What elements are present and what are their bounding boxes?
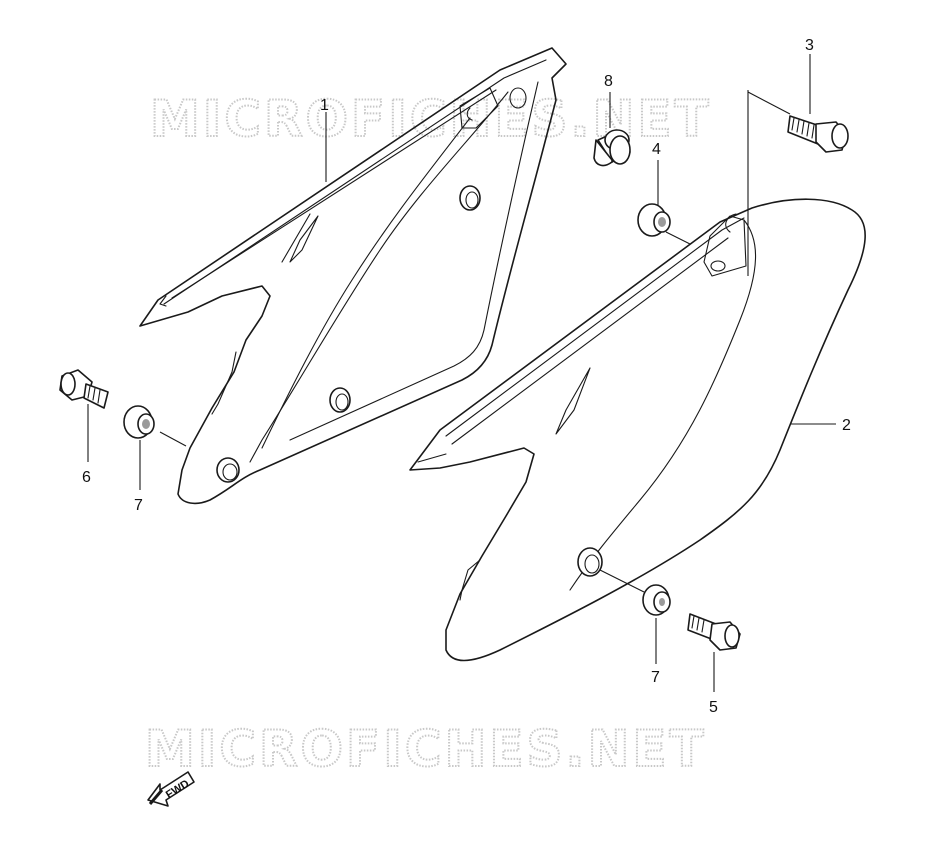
collar-8[interactable] <box>593 129 631 167</box>
bolt-5[interactable] <box>687 613 741 651</box>
bolt-3[interactable] <box>787 115 849 153</box>
callout-3: 3 <box>805 37 814 54</box>
callout-6: 6 <box>82 469 91 486</box>
side-cover-left[interactable] <box>139 47 567 505</box>
callout-4: 4 <box>652 141 661 158</box>
bolt-6[interactable] <box>59 369 109 409</box>
callout-7-bottom: 7 <box>651 669 660 686</box>
callout-7-left: 7 <box>134 497 143 514</box>
callout-8: 8 <box>604 73 613 90</box>
callout-5: 5 <box>709 699 718 716</box>
grommet-4[interactable] <box>637 203 671 237</box>
grommet-7-bottom[interactable] <box>642 584 671 616</box>
watermark-bottom: MICROFICHES.NET <box>145 720 707 778</box>
leader-lines <box>87 54 836 692</box>
grommet-7-left[interactable] <box>123 405 155 439</box>
callout-1: 1 <box>320 97 329 114</box>
callout-2: 2 <box>842 417 851 434</box>
side-cover-right[interactable] <box>409 198 866 662</box>
